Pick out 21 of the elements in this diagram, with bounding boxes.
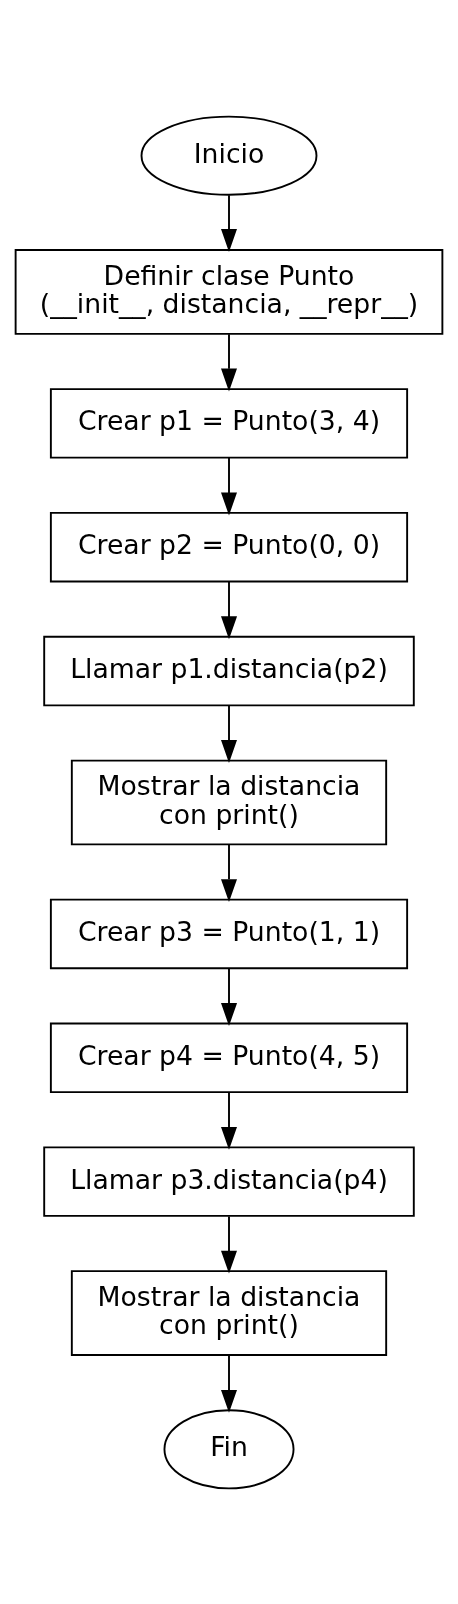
arrow — [221, 843, 237, 902]
node-box: Definir clase Punto (__init__, distancia, __repr__) — [14, 248, 444, 335]
node-box: Crear p4 = Punto(4, 5) — [49, 1022, 409, 1093]
node-box: Crear p3 = Punto(1, 1) — [49, 898, 409, 969]
arrow — [221, 967, 237, 1026]
node-ellipse: Fin — [163, 1408, 295, 1489]
arrow — [221, 456, 237, 515]
arrow — [221, 1354, 237, 1413]
arrow — [221, 580, 237, 639]
arrow — [221, 193, 237, 252]
node-box: Llamar p1.distancia(p2) — [43, 635, 415, 706]
node-box: Mostrar la distancia con print() — [70, 1269, 388, 1356]
node-ellipse: Inicio — [140, 115, 318, 196]
arrow — [221, 1214, 237, 1274]
arrow — [221, 332, 237, 391]
node-box: Crear p2 = Punto(0, 0) — [49, 511, 409, 582]
node-box: Llamar p3.distancia(p4) — [43, 1145, 415, 1217]
arrow — [221, 1091, 237, 1150]
node-box: Mostrar la distancia con print() — [70, 759, 388, 845]
arrow — [221, 704, 237, 763]
node-box: Crear p1 = Punto(3, 4) — [49, 387, 409, 459]
